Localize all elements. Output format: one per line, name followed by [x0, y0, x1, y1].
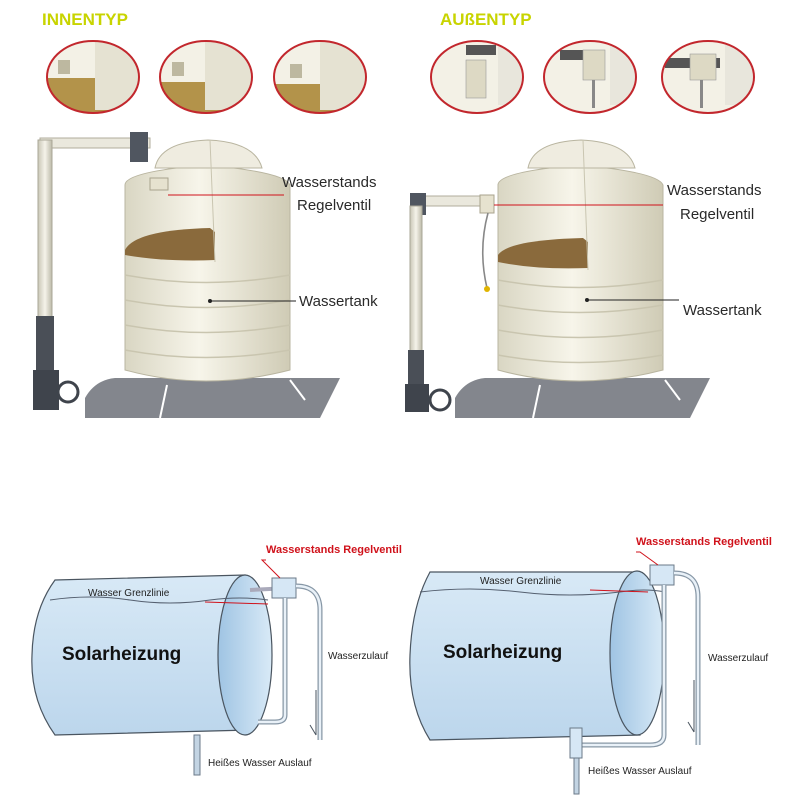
leader-waterline-left [204, 601, 269, 605]
heater-label-left: Solarheizung [62, 644, 181, 665]
inlet-label-left: Wasserzulauf [328, 651, 388, 662]
valve-label-inner-line1: Wasserstands [282, 174, 376, 191]
outer-type-title: AUßENTYP [440, 10, 532, 29]
solar-cylinder-left [31, 574, 323, 776]
water-line-label-left: Wasser Grenzlinie [88, 588, 170, 599]
detail-bubble-inner-1 [46, 40, 140, 114]
detail-bubble-outer-1 [430, 40, 524, 114]
detail-bubble-outer-2 [543, 40, 637, 114]
solar-cylinder-right [409, 564, 701, 795]
detail-bubble-outer-3 [661, 40, 755, 114]
inlet-label-right: Wasserzulauf [708, 653, 768, 664]
leader-waterline-right [589, 589, 649, 593]
tank-label-outer: Wassertank [683, 302, 762, 319]
tank-label-inner: Wassertank [299, 293, 378, 310]
tank-water-fill [125, 228, 215, 261]
tank-inner-type [33, 132, 340, 419]
detail-bubble-inner-2 [159, 40, 253, 114]
valve-label-outer-line1: Wasserstands [667, 182, 761, 199]
water-line-label-right: Wasser Grenzlinie [480, 576, 562, 587]
inner-type-title: INNENTYP [42, 10, 128, 29]
valve-label-outer-line2: Regelventil [680, 206, 754, 223]
valve-label-bottom-left: Wasserstands Regelventil [266, 544, 402, 556]
tank-body [124, 164, 291, 382]
valve-label-inner-line2: Regelventil [297, 197, 371, 214]
heater-label-right: Solarheizung [443, 642, 562, 663]
outlet-label-right: Heißes Wasser Auslauf [588, 766, 692, 777]
valve-label-bottom-right: Wasserstands Regelventil [636, 536, 772, 548]
detail-bubble-inner-3 [273, 40, 367, 114]
tank-outer-type [405, 139, 710, 419]
outlet-label-left: Heißes Wasser Auslauf [208, 758, 312, 769]
tank-base-shadow [85, 378, 340, 418]
